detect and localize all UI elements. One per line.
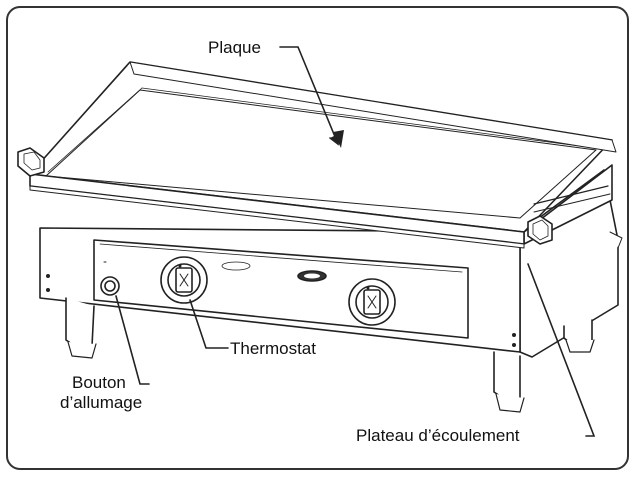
ignition-leader-line xyxy=(115,295,150,385)
plate-leader-line xyxy=(279,46,339,145)
thermostat-label: Thermostat xyxy=(230,339,316,358)
thermostat-leader-line xyxy=(189,299,229,349)
ignition-label-line1: Bouton xyxy=(72,373,126,392)
drip-tray-label: Plateau d’écoulement xyxy=(356,426,520,445)
figure-frame xyxy=(6,6,629,470)
ignition-label-line2: d’allumage xyxy=(60,393,142,412)
leg-front-left xyxy=(65,297,95,349)
drip-tray-leader-line xyxy=(527,263,596,437)
leg-front-right xyxy=(493,351,521,401)
brand-badge-left xyxy=(221,261,251,271)
drip-tray-slot xyxy=(533,185,609,205)
plate-label: Plaque xyxy=(208,38,261,57)
